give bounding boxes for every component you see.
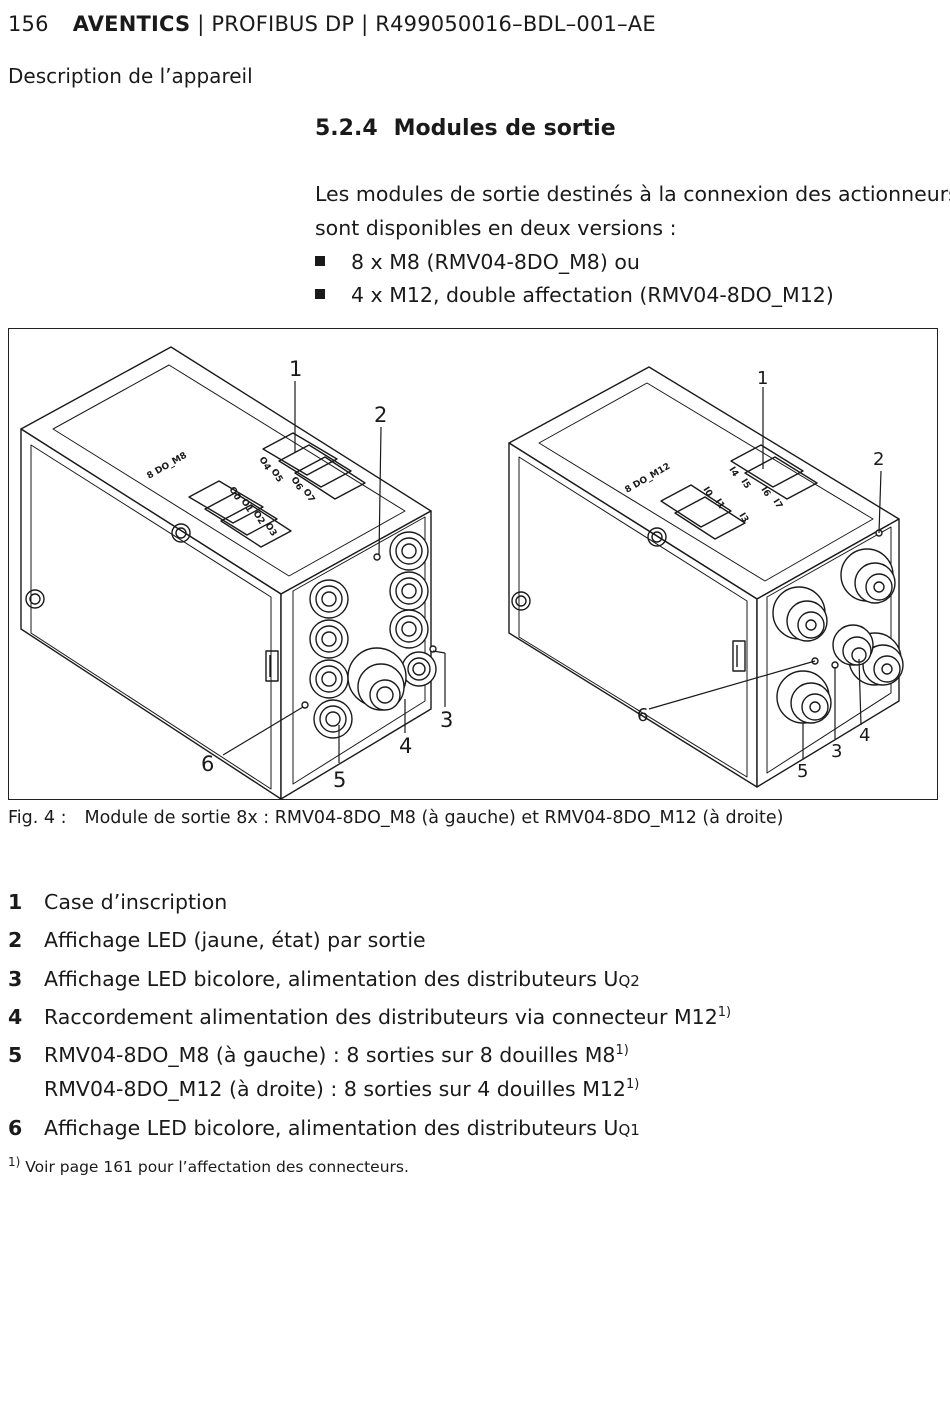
callout-3-left: 3 [440, 708, 453, 732]
legend-text: Case d’inscription [44, 890, 228, 914]
legend-number: 2 [8, 928, 23, 952]
callout-1-right: 1 [757, 368, 768, 389]
callout-2-right: 2 [873, 449, 884, 470]
right-ch-label: I4 [726, 465, 740, 478]
legend-subscript: Q2 [618, 972, 640, 990]
heading-number: 5.2.4 [315, 116, 378, 141]
device-illustration: 8 DO_M8 O0 O1 O2 O3 O4 O5 O6 O7 [20, 346, 904, 799]
legend-item: 6 Affichage LED bicolore, alimentation de… [8, 1116, 640, 1140]
footnote: 1) Voir page 161 pour l’affectation des … [8, 1155, 409, 1176]
footnote-ref: 1) [717, 1005, 732, 1021]
section-title: Description de l’appareil [8, 64, 253, 88]
m12-socket-icon [776, 670, 832, 724]
m12-power-connector-icon [832, 624, 874, 666]
bullet-text: 4 x M12, double affectation (RMV04-8DO_M… [351, 283, 834, 307]
bullet-square-icon [315, 256, 325, 266]
legend-number: 5 [8, 1043, 23, 1067]
legend-number: 1 [8, 890, 23, 914]
callout-5-left: 5 [333, 768, 346, 792]
caption-text: Module de sortie 8x : RMV04-8DO_M8 (à ga… [84, 808, 784, 828]
bullet-item: 4 x M12, double affectation (RMV04-8DO_M… [315, 283, 834, 307]
right-ch-label: I1 [712, 497, 726, 510]
intro-line-2: sont disponibles en deux versions : [315, 216, 677, 240]
legend-item-continuation: RMV04-8DO_M12 (à droite) : 8 sorties sur… [44, 1077, 639, 1101]
right-ch-label: I0 [700, 485, 714, 498]
bullet-item: 8 x M8 (RMV04-8DO_M8) ou [315, 250, 640, 274]
bullet-square-icon [315, 289, 325, 299]
legend-text: RMV04-8DO_M12 (à droite) : 8 sorties sur… [44, 1077, 626, 1101]
running-header: 156 AVENTICS | PROFIBUS DP | R499050016–B… [8, 12, 656, 36]
m8-socket-icon [401, 651, 437, 687]
callout-6-left: 6 [201, 752, 214, 776]
callout-4-left: 4 [399, 734, 412, 758]
legend-number: 3 [8, 967, 23, 991]
legend-number: 6 [8, 1116, 23, 1140]
callout-3-right: 3 [831, 741, 842, 762]
right-ch-label: I3 [736, 511, 750, 524]
bullet-text: 8 x M8 (RMV04-8DO_M8) ou [351, 250, 640, 274]
m8-socket-icon [309, 619, 349, 659]
footnote-text: Voir page 161 pour l’affectation des con… [20, 1158, 409, 1177]
right-ch-label: I7 [770, 497, 784, 510]
m12-socket-icon [840, 548, 896, 604]
left-connectors [301, 531, 437, 739]
header-doc-ref: | PROFIBUS DP | R499050016–BDL–001–AE [190, 12, 656, 36]
subsection-heading: 5.2.4 Modules de sortie [315, 116, 616, 141]
legend-item: 1 Case d’inscription [8, 890, 227, 914]
legend-text: Affichage LED bicolore, alimentation des… [44, 967, 619, 991]
m8-socket-icon [309, 659, 349, 699]
legend-number: 4 [8, 1005, 23, 1029]
right-ch-label: I5 [738, 477, 752, 490]
callout-5-right: 5 [797, 761, 808, 782]
figure-caption: Fig. 4 : Module de sortie 8x : RMV04-8DO_… [8, 808, 783, 828]
callout-6-right: 6 [637, 705, 648, 726]
legend-text: Affichage LED bicolore, alimentation des… [44, 1116, 619, 1140]
page-number: 156 [8, 12, 49, 36]
brand-name: AVENTICS [72, 12, 191, 36]
left-device-drawing [20, 346, 432, 799]
footnote-ref: 1) [625, 1077, 640, 1093]
figure-frame: 8 DO_M8 O0 O1 O2 O3 O4 O5 O6 O7 [8, 328, 938, 800]
m8-socket-icon [309, 579, 349, 619]
m12-power-connector-icon [347, 647, 407, 711]
legend-item: 3 Affichage LED bicolore, alimentation de… [8, 967, 640, 991]
m8-socket-icon [389, 609, 429, 649]
intro-line-1: Les modules de sortie destinés à la conn… [315, 182, 950, 206]
legend-text: RMV04-8DO_M8 (à gauche) : 8 sorties sur … [44, 1043, 616, 1067]
left-callout-leaders [222, 381, 446, 763]
led-indicator-icon [429, 645, 437, 653]
caption-label: Fig. 4 : [8, 808, 67, 828]
m8-socket-icon [389, 571, 429, 611]
m12-socket-icon [772, 586, 828, 642]
led-indicator-icon [373, 553, 381, 561]
legend-text: Raccordement alimentation des distribute… [44, 1005, 718, 1029]
footnote-ref: 1) [615, 1043, 629, 1059]
led-indicator-icon [301, 701, 309, 709]
right-ch-label: I6 [758, 485, 772, 498]
legend-item: 2 Affichage LED (jaune, état) par sortie [8, 928, 426, 952]
legend-subscript: Q1 [618, 1121, 640, 1139]
callout-1-left: 1 [289, 357, 302, 381]
legend-item: 5 RMV04-8DO_M8 (à gauche) : 8 sorties sur… [8, 1043, 629, 1067]
callout-4-right: 4 [859, 725, 870, 746]
m8-socket-icon [313, 699, 353, 739]
footnote-mark: 1) [8, 1155, 21, 1169]
right-connectors [772, 529, 904, 724]
heading-title: Modules de sortie [393, 116, 616, 141]
right-callout-leaders [648, 387, 882, 759]
legend-text: Affichage LED (jaune, état) par sortie [44, 928, 426, 952]
legend-item: 4 Raccordement alimentation des distribut… [8, 1005, 731, 1029]
m8-socket-icon [389, 531, 429, 571]
callout-2-left: 2 [374, 403, 387, 427]
